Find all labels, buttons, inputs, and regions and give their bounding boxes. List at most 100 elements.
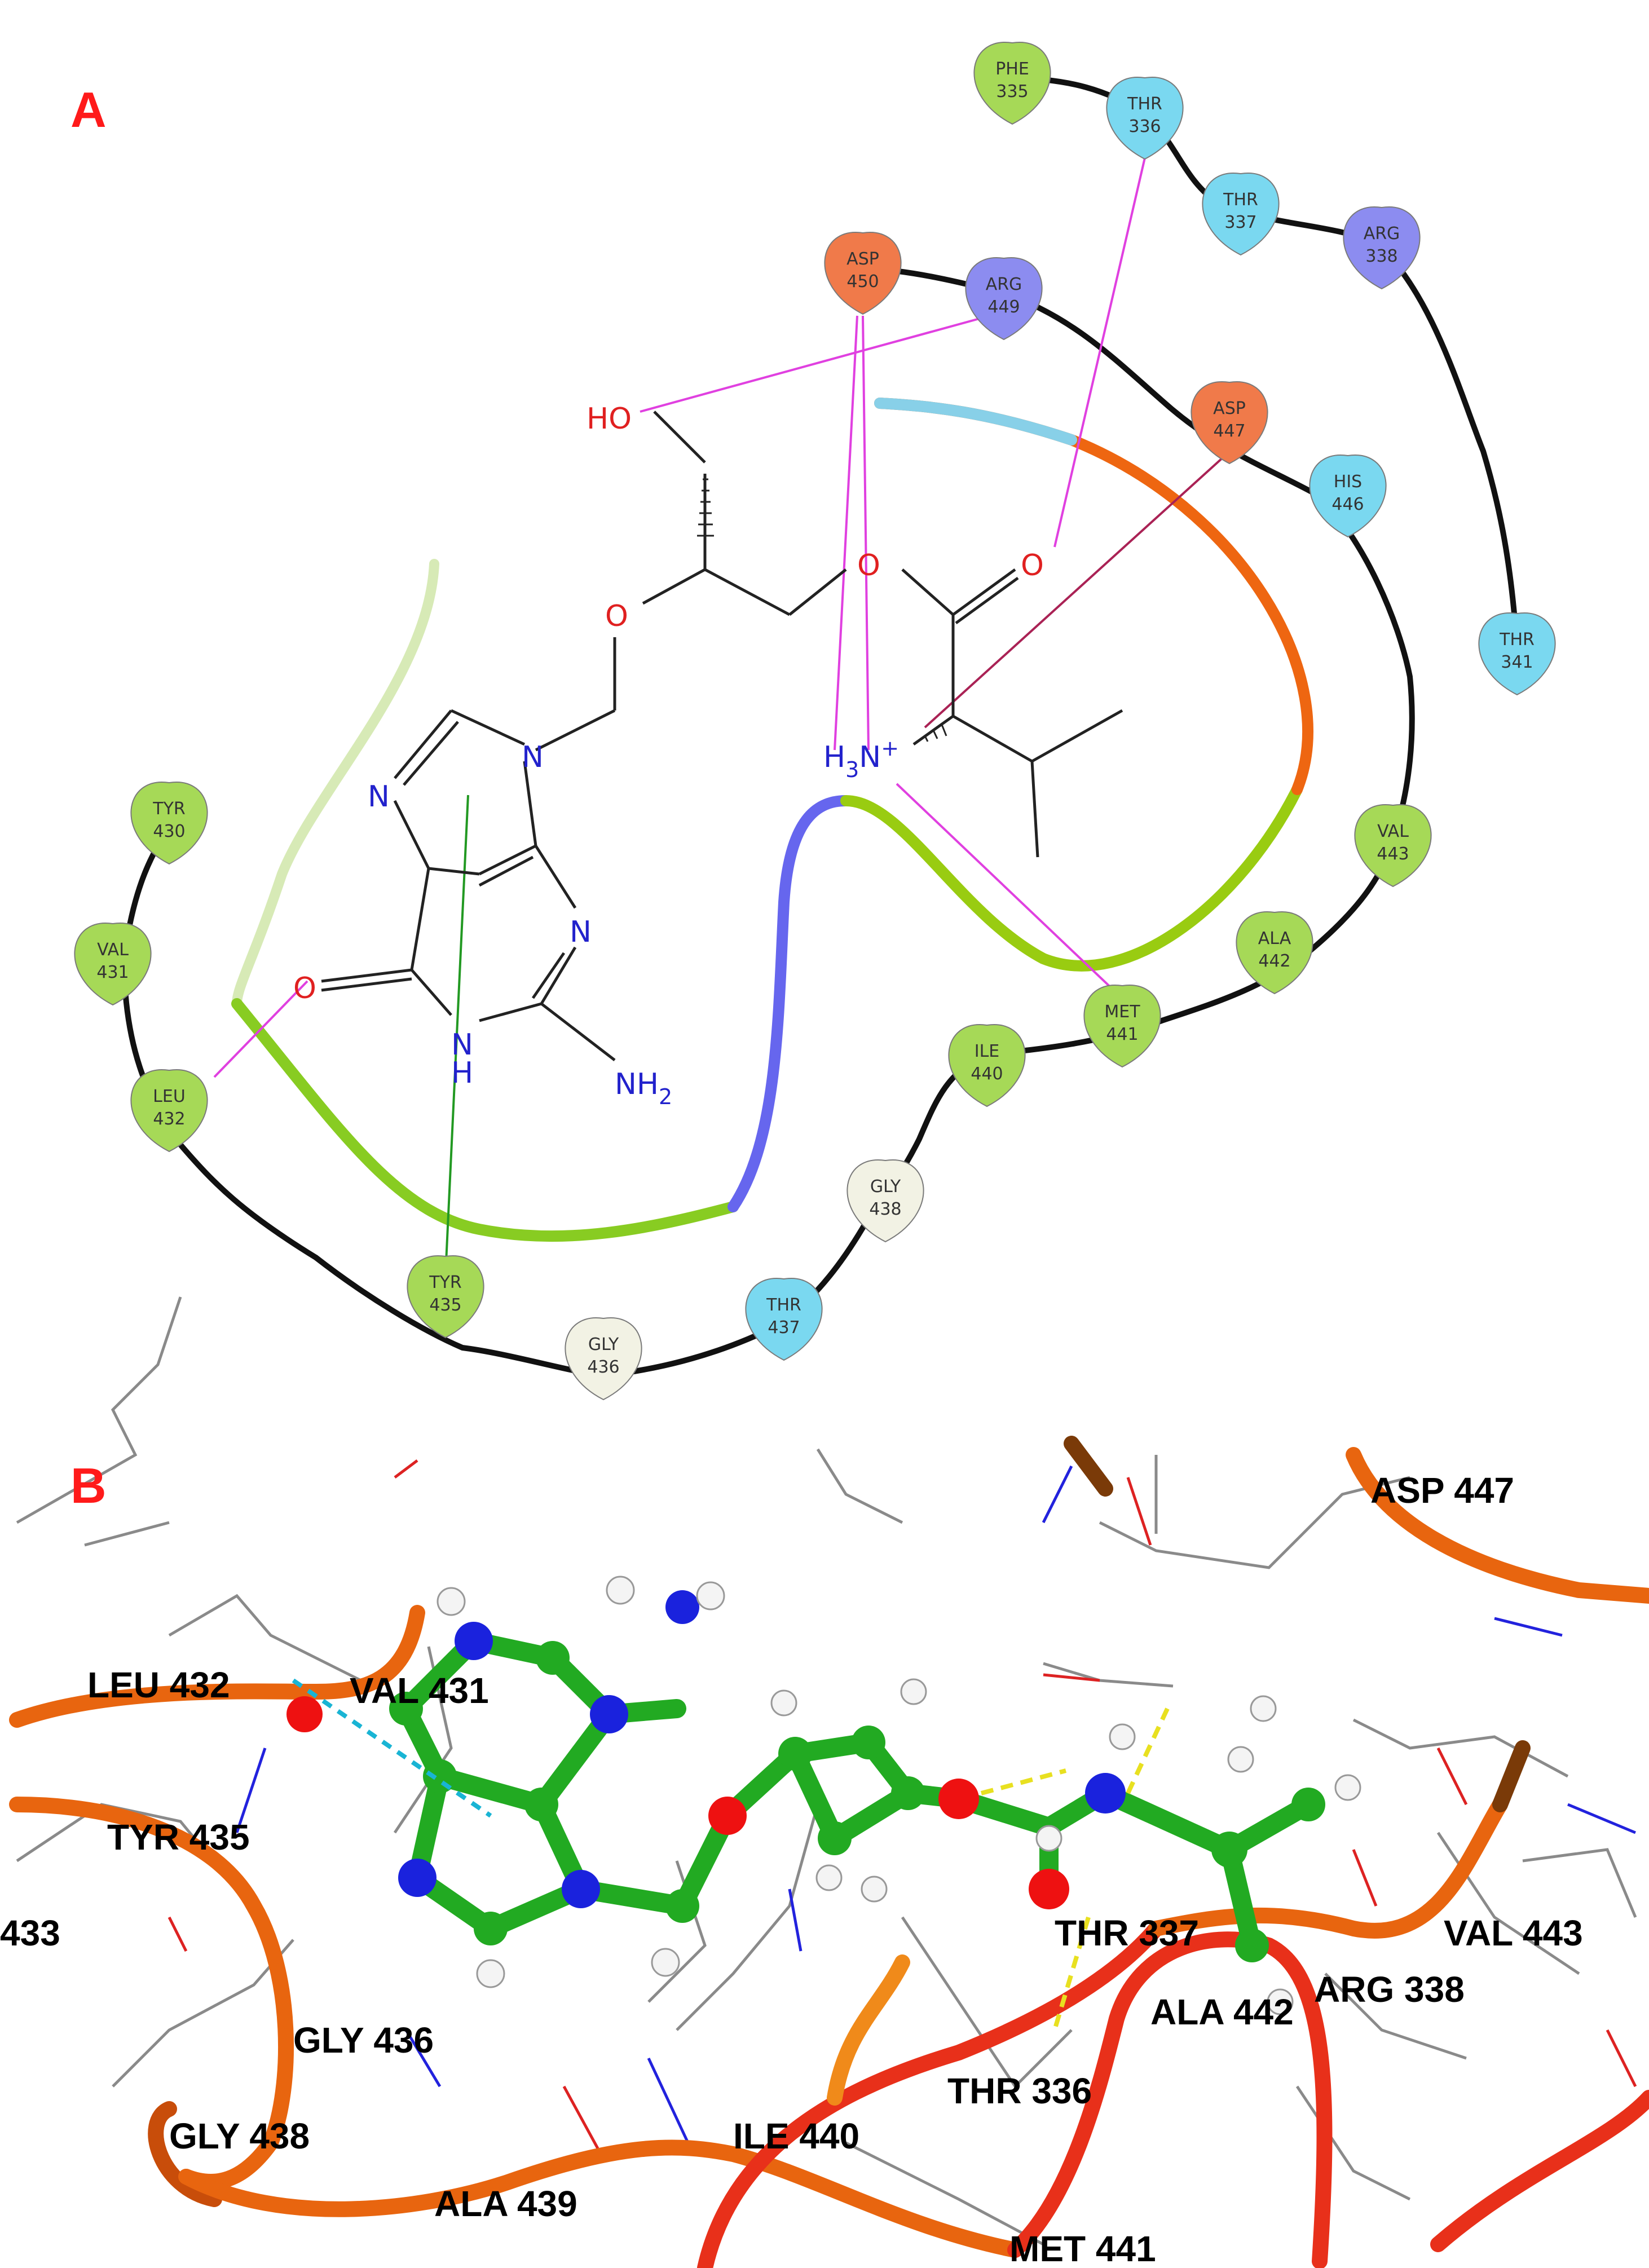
residue-number: 447 — [1213, 421, 1245, 441]
panel-a: A — [70, 41, 1556, 1401]
residue-ile-440: ILE 440 — [948, 1023, 1026, 1107]
atom-o-carbonyl: O — [1021, 549, 1044, 583]
residue-number: 432 — [153, 1109, 185, 1129]
atom-h3n-plus: + — [881, 736, 899, 761]
residue-marker — [1191, 381, 1268, 465]
residue-marker — [74, 922, 152, 1006]
residue-name: VAL — [97, 940, 129, 960]
residue-arg-449: ARG 449 — [965, 257, 1043, 341]
atom-nh2-main: NH — [615, 1067, 659, 1101]
residue-marker — [1202, 172, 1280, 256]
panel-b-label-ile-440: ILE 440 — [733, 2116, 859, 2156]
residue-marker — [973, 41, 1051, 125]
residue-number: 337 — [1224, 213, 1256, 232]
panel-b-label-asp-447: ASP 447 — [1370, 1470, 1514, 1511]
atom-n-right: N — [570, 915, 592, 949]
residue-number: 442 — [1258, 951, 1290, 971]
residue-number: 436 — [587, 1357, 619, 1377]
panel-b-label-gly-438: GLY 438 — [169, 2116, 310, 2156]
residue-number: 437 — [768, 1318, 800, 1338]
residue-name: THR — [1223, 190, 1258, 210]
atom-h3n-n: N — [859, 740, 881, 774]
hbond-dashes — [980, 1707, 1170, 2031]
ligand-stereo-bonds — [697, 478, 947, 742]
residue-marker — [1343, 206, 1421, 290]
residue-name: ASP — [846, 249, 879, 269]
residue-marker — [824, 231, 902, 315]
residue-name: PHE — [995, 59, 1029, 79]
residue-number: 435 — [429, 1295, 461, 1315]
residue-number: 341 — [1501, 652, 1533, 672]
residue-phe-335: PHE 335 — [973, 41, 1051, 125]
panel-a-label: A — [70, 82, 107, 138]
residue-number: 440 — [971, 1064, 1003, 1084]
panel-b-label-ala-442: ALA 442 — [1150, 1992, 1294, 2032]
panel-b-label-tyr-435: TYR 435 — [107, 1817, 250, 1857]
atom-n-imid: N — [368, 780, 390, 814]
residue-name: ARG — [1364, 224, 1400, 244]
atom-h3n: H3N+ — [823, 736, 899, 782]
atom-n-top: N — [522, 740, 544, 774]
interaction-lines — [213, 157, 1225, 1275]
residue-val-431: VAL 431 — [74, 922, 152, 1006]
residue-marker — [1236, 911, 1313, 995]
residue-marker — [565, 1317, 642, 1401]
residue-name: GLY — [588, 1335, 619, 1354]
atom-nh2: NH2 — [615, 1067, 672, 1109]
residue-marker — [1106, 76, 1184, 160]
residue-thr-336: THR 336 — [1106, 76, 1184, 160]
residue-marker — [948, 1023, 1026, 1107]
residue-number: 338 — [1365, 246, 1397, 266]
residue-number: 443 — [1377, 844, 1409, 864]
residue-name: LEU — [153, 1087, 186, 1106]
residue-name: ARG — [986, 275, 1022, 294]
atom-o-keto: O — [293, 972, 316, 1005]
residue-name: TYR — [152, 799, 186, 819]
panel-b-label-thr-337: THR 337 — [1055, 1913, 1199, 1953]
residue-val-443: VAL 443 — [1354, 804, 1432, 888]
residue-number: 438 — [869, 1199, 901, 1219]
ligand-atoms-3d — [286, 1576, 1361, 2015]
residue-number: 336 — [1128, 117, 1161, 136]
atom-o-ester: O — [857, 549, 880, 583]
residue-marker — [130, 1069, 208, 1153]
panel-b-label-gly-436: GLY 436 — [293, 2020, 434, 2060]
residue-marker — [1309, 454, 1387, 538]
panel-b-label: B — [70, 1458, 107, 1514]
ligand-ball-stick — [286, 1576, 1361, 2031]
atom-nh-h: H — [451, 1056, 473, 1090]
residue-name: ASP — [1213, 399, 1246, 418]
residue-marker — [407, 1255, 484, 1339]
residue-marker — [745, 1277, 823, 1361]
residue-name: THR — [1127, 94, 1162, 114]
residue-name: ALA — [1258, 929, 1291, 948]
atom-h3n-h: H — [823, 740, 845, 774]
residue-marker — [1478, 612, 1556, 696]
panel-b-label-val-431: VAL 431 — [350, 1670, 489, 1711]
residue-number: 431 — [96, 963, 129, 982]
residue-name: ILE — [975, 1042, 1000, 1061]
residue-marker — [1083, 984, 1161, 1068]
residue-number: 335 — [996, 82, 1028, 102]
residue-number: 446 — [1331, 495, 1364, 514]
residue-ala-442: ALA 442 — [1236, 911, 1313, 995]
ligand-atoms: HO O O O N N N O N H NH2 H3N+ — [293, 402, 1044, 1109]
panel-b-label-ala-439: ALA 439 — [434, 2183, 577, 2224]
panel-b-label-met-441: MET 441 — [1009, 2229, 1156, 2268]
residue-name: VAL — [1377, 822, 1409, 841]
residue-thr-337: THR 337 — [1202, 172, 1280, 256]
residue-number: 449 — [987, 297, 1020, 317]
panel-b-label-leu-432: LEU 432 — [87, 1665, 230, 1705]
residue-marker — [130, 781, 208, 865]
